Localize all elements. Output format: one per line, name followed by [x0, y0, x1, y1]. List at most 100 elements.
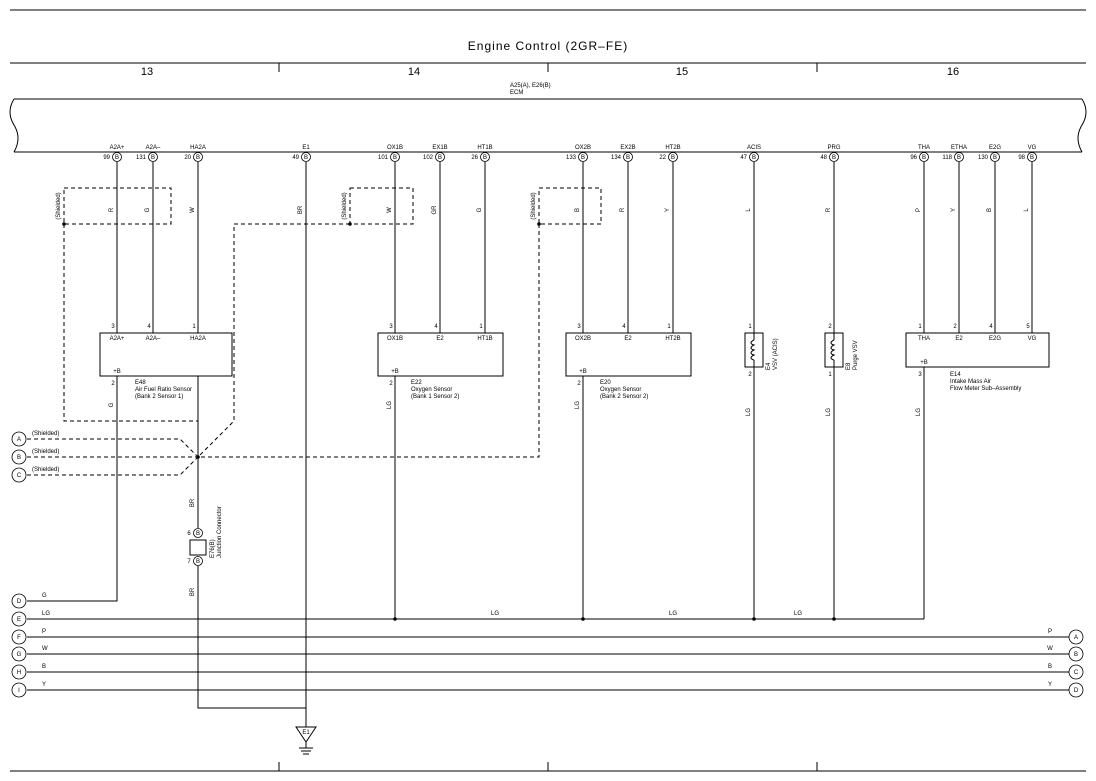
bus-ref-circle	[1068, 646, 1084, 662]
terminal-ring	[578, 152, 588, 162]
bus-wire-color: B	[42, 664, 46, 670]
terminal-name: A2A+	[110, 336, 125, 342]
ecm-terminal-number: 101	[378, 155, 389, 161]
section-number: 16	[947, 66, 959, 78]
ecm-terminal-connector: B	[752, 155, 756, 161]
bus-ref-circle	[1068, 682, 1084, 698]
ecm-terminal-connector: B	[832, 155, 836, 161]
ref-letter: B	[17, 455, 21, 461]
bus-ref-letter: E	[17, 617, 21, 623]
terminal-ring	[301, 152, 311, 162]
component-id: E48	[135, 380, 146, 386]
ecm-terminal-name: HA2A	[190, 145, 206, 151]
terminal-name: OX1B	[387, 336, 403, 342]
splice-dot	[581, 617, 585, 621]
ecm-terminal-connector: B	[581, 155, 585, 161]
bus-ref-letter: D	[1074, 688, 1079, 694]
ecm-terminal-connector: B	[957, 155, 961, 161]
pin-number: 7	[187, 559, 191, 565]
ecm-terminal-connector: B	[151, 155, 155, 161]
ecm-terminal-connector: B	[922, 155, 926, 161]
wire-color-label: R	[109, 207, 115, 212]
pin-number: 2	[953, 324, 957, 330]
ecm-terminal-connector: B	[993, 155, 997, 161]
shield-label: (Shielded)	[531, 192, 537, 219]
terminal-ring	[435, 152, 445, 162]
ecm-terminal-connector: B	[393, 155, 397, 161]
terminal-ring	[1027, 152, 1037, 162]
terminal-name: E2	[955, 336, 963, 342]
connector-letter: B	[196, 559, 200, 565]
component-e22: 3 4 1 OX1B E2 HT1B +B 2 E22 Oxygen Senso…	[377, 324, 504, 400]
bus-ref-letter: F	[17, 635, 21, 641]
ecm-terminal-name: A2A–	[146, 145, 161, 151]
component-name: Air Fuel Ratio Sensor	[135, 387, 192, 393]
shield-label: (Shielded)	[342, 192, 348, 219]
ecm-terminal-number: 118	[942, 155, 952, 161]
ecm-terminal-name: VG	[1028, 145, 1037, 151]
wire-color-label: BR	[298, 205, 304, 214]
wire-color-label: L	[746, 208, 752, 212]
wire-color-label: R	[826, 207, 832, 212]
component-id: E22	[411, 380, 422, 386]
ecm-terminal-number: 96	[910, 155, 917, 161]
bus-ref-letter: D	[17, 599, 22, 605]
wire-color-label: W	[190, 207, 196, 213]
pin-number: 3	[389, 324, 393, 330]
pin-number: 5	[1026, 324, 1030, 330]
bus-wire-color: W	[1047, 646, 1053, 652]
bus-ref-circle	[11, 611, 27, 627]
wire-color-label: LG	[826, 408, 832, 416]
pin-number: 4	[434, 324, 438, 330]
connector-letter: B	[196, 531, 200, 537]
terminal-ring	[193, 152, 203, 162]
pin-number: 2	[111, 381, 115, 387]
section-number: 14	[408, 66, 420, 78]
bus-wire-color: LG	[491, 611, 499, 617]
upper-wires	[116, 162, 1033, 727]
bus-ref-circle	[11, 593, 27, 609]
component-detail: (Bank 2 Sensor 2)	[600, 394, 648, 400]
pin-number: 1	[192, 324, 196, 330]
bus-ref-circle	[11, 629, 27, 645]
ecm-terminal-number: 22	[659, 155, 666, 161]
ecm-terminal-name: OX2B	[575, 145, 591, 151]
terminal-ring	[990, 152, 1000, 162]
pin-number: 4	[622, 324, 626, 330]
ecm-terminal-connector: B	[626, 155, 630, 161]
bus-ref-circle	[1068, 664, 1084, 680]
pin-number: 3	[111, 324, 115, 330]
component-e20: 3 4 1 OX2B E2 HT2B +B 2 E20 Oxygen Senso…	[565, 324, 692, 400]
ref-letter: A	[17, 437, 21, 443]
terminal-ring	[390, 152, 400, 162]
bus-ref-circle	[11, 646, 27, 662]
terminal-ring	[749, 152, 759, 162]
ecm-terminal-connector: B	[483, 155, 487, 161]
bus-wire-color: LG	[42, 611, 50, 617]
terminal-ring	[480, 152, 490, 162]
left-shield-refs: A(Shielded)B(Shielded)C(Shielded)	[11, 431, 59, 483]
ecm-terminal-connector: B	[1030, 155, 1034, 161]
junction-connector: BR B 6 B 7 E76(B) Junction Connector BR	[187, 376, 306, 709]
ecm-terminal-number: 98	[1018, 155, 1025, 161]
terminal-name: OX2B	[575, 336, 591, 342]
terminal-ring	[148, 152, 158, 162]
bus-wire-color: Y	[1048, 682, 1052, 688]
wire-color-label: L	[1024, 208, 1030, 212]
ref-label: (Shielded)	[32, 467, 59, 473]
ecm-terminal-number: 134	[611, 155, 622, 161]
ecm-terminal-name: EX1B	[432, 145, 447, 151]
shield-lines: (Shielded) (Shielded) (Shielded)	[27, 187, 602, 476]
wire-color-label: Y	[951, 208, 957, 212]
wire-color-label: B	[575, 208, 581, 212]
pin-number: 1	[479, 324, 483, 330]
ecm-terminal-connector: B	[196, 155, 200, 161]
terminal-name: HT2B	[665, 336, 680, 342]
ecm-terminal-name: A2A+	[110, 145, 125, 151]
component-detail: (Bank 2 Sensor 1)	[135, 394, 183, 400]
bus-wire-color: P	[1048, 629, 1052, 635]
component-name: Oxygen Sensor	[600, 387, 641, 393]
ecm-terminal-connector: B	[304, 155, 308, 161]
